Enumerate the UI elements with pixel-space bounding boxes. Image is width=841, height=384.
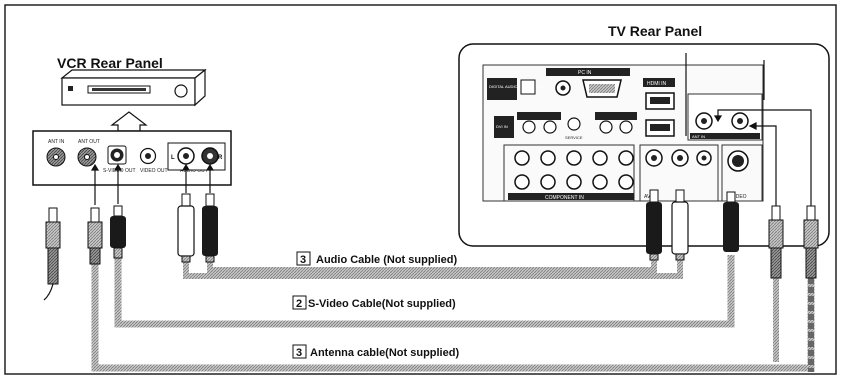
antenna-plug-vcr-out — [87, 207, 103, 265]
tv-digital-audio-block — [487, 78, 517, 100]
vcr-svideo-label: S-VIDEO OUT — [103, 168, 136, 174]
tv-component-in-grid: COMPONENT IN — [503, 144, 635, 202]
tv-svideo-label: S-VIDEO — [726, 194, 747, 200]
tv-dvi-block — [494, 116, 514, 138]
vcr-ant-in-label: ANT IN — [48, 139, 65, 145]
cable-audio-number: 3 — [300, 254, 306, 266]
svideo-plug-vcr — [110, 205, 126, 259]
audio-plug-vcr-right — [202, 193, 218, 263]
cable-label-audio: 3 Audio Cable (Not supplied) — [296, 251, 457, 266]
cable-antenna-number: 3 — [296, 347, 302, 359]
tv-title: TV Rear Panel — [608, 23, 702, 39]
tv-av-in-group: AV IN — [639, 144, 719, 202]
audio-plug-tv-left — [646, 189, 662, 261]
tv-pc-in-label: PC IN — [578, 70, 592, 76]
outer-frame — [4, 4, 837, 375]
cable-svideo-label: S-Video Cable(Not supplied) — [308, 298, 456, 310]
tv-dvi-label: DVI IN — [496, 124, 508, 129]
vcr-callout-arrow — [110, 111, 148, 132]
vcr-title: VCR Rear Panel — [57, 55, 163, 71]
cable-label-antenna: 3 Antenna cable(Not supplied) — [292, 344, 459, 359]
tv-service-port — [567, 117, 581, 131]
audio-plug-vcr-left — [177, 193, 195, 263]
cable-label-svideo: 2 S-Video Cable(Not supplied) — [292, 295, 456, 310]
tv-service-label: SERVICE — [565, 135, 583, 140]
vcr-audio-r-label: R — [218, 155, 223, 161]
vcr-ant-out-label: ANT OUT — [78, 139, 100, 145]
tv-pc-in-header — [546, 68, 630, 76]
vcr-rear-panel: ANT IN ANT OUT S-VIDEO OUT VIDEO OUT AUD… — [32, 130, 232, 186]
tv-ant-in-label: ANT IN — [692, 134, 705, 139]
antenna-plug-tv-cable — [803, 205, 819, 279]
audio-plug-tv-right — [671, 189, 689, 261]
tv-antenna-arrows — [713, 109, 812, 206]
tv-ant-in-group: ANT IN — [685, 53, 765, 141]
antenna-plug-tv-air — [768, 205, 784, 279]
vcr-insert-arrows — [90, 163, 215, 205]
cable-routes — [91, 255, 815, 372]
vcr-audio-out-label: AUDIO OUT — [180, 168, 208, 174]
tv-svideo-in: S-VIDEO — [721, 144, 763, 202]
tv-rear-panel: DIGITAL AUDIO OUT (OPTICAL) PC IN HDMI I… — [458, 43, 830, 247]
tv-hdmi-label: HDMI IN — [647, 81, 667, 87]
antenna-plug-in-left — [43, 207, 61, 301]
svideo-plug-tv — [723, 191, 739, 252]
tv-digital-audio-label: DIGITAL AUDIO OUT (OPTICAL) — [489, 84, 549, 89]
cable-antenna-label: Antenna cable(Not supplied) — [310, 347, 459, 359]
vcr-audio-l-label: L — [171, 155, 175, 161]
tv-component-label: COMPONENT IN — [545, 195, 584, 201]
vcr-device-illustration — [60, 68, 207, 107]
cable-svideo-number: 2 — [296, 298, 302, 310]
cable-audio-label: Audio Cable (Not supplied) — [316, 254, 457, 266]
vcr-video-out-label: VIDEO OUT — [140, 168, 168, 174]
